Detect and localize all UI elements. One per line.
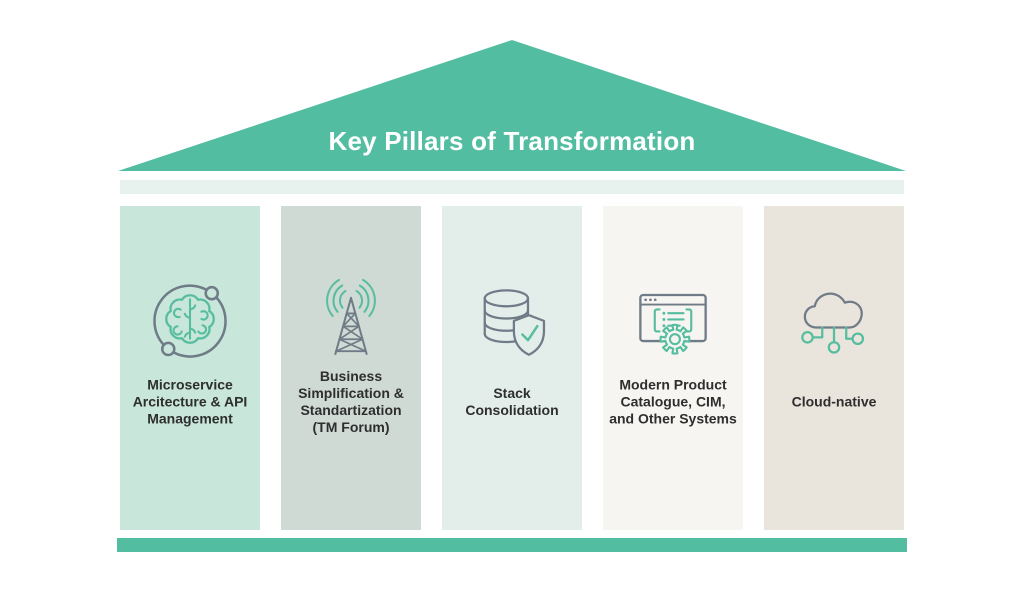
pillar-label: Stack Consolidation — [465, 384, 559, 418]
radio-tower-icon — [281, 264, 421, 374]
pillar-modern-product-catalogue: Modern Product Catalogue, CIM, and Other… — [603, 206, 743, 530]
browser-gear-icon — [603, 264, 743, 374]
pillar-business-simplification: Business Simplification & Standartizatio… — [281, 206, 421, 530]
pillar-label: Microservice Arcitecture & API Managemen… — [132, 376, 248, 427]
pillar-label: Business Simplification & Standartizatio… — [298, 367, 404, 436]
pillar-microservice-api: Microservice Arcitecture & API Managemen… — [120, 206, 260, 530]
pillars-row: Microservice Arcitecture & API Managemen… — [120, 206, 904, 530]
foundation-bar — [117, 538, 907, 552]
pillar-label: Cloud-native — [791, 393, 877, 410]
cloud-network-icon — [764, 264, 904, 374]
brain-orbit-icon — [120, 264, 260, 374]
pillar-label: Modern Product Catalogue, CIM, and Other… — [609, 376, 737, 427]
pillar-stack-consolidation: Stack Consolidation — [442, 206, 582, 530]
database-shield-icon — [442, 264, 582, 374]
roof-lintel-band — [120, 180, 904, 194]
diagram-title: Key Pillars of Transformation — [328, 126, 696, 156]
pillar-cloud-native: Cloud-native — [764, 206, 904, 530]
